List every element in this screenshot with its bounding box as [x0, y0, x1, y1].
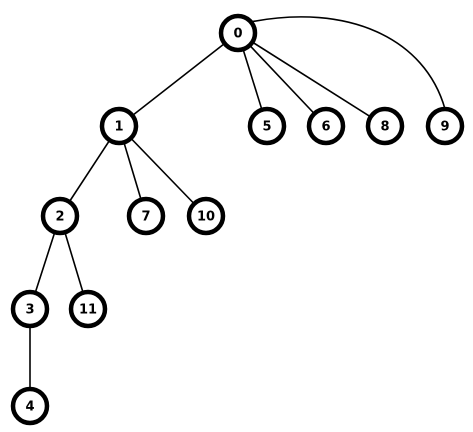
- node-circle-0: [218, 13, 258, 53]
- node-circle-3: [10, 289, 50, 329]
- node-circle-11: [68, 289, 108, 329]
- node-label-10: 10: [197, 210, 215, 225]
- edge-0-9: [249, 16, 446, 110]
- node-circle-5: [247, 106, 287, 146]
- edge-0-8: [237, 32, 386, 127]
- node-0: 0: [218, 13, 258, 53]
- edges-layer: [29, 16, 446, 406]
- node-circle-6: [306, 106, 346, 146]
- node-2: 2: [40, 196, 80, 236]
- node-8: 8: [365, 106, 405, 146]
- node-11: 11: [68, 289, 108, 329]
- node-6: 6: [306, 106, 346, 146]
- node-5: 5: [247, 106, 287, 146]
- node-circle-2: [40, 196, 80, 236]
- node-circle-10: [186, 196, 226, 236]
- node-circle-4: [10, 386, 50, 426]
- node-4: 4: [10, 386, 50, 426]
- node-label-9: 9: [440, 120, 449, 135]
- node-label-3: 3: [25, 303, 34, 318]
- nodes-layer: 0 1 5 6 8 9 2 7 10 3 11 4: [10, 13, 465, 426]
- node-7: 7: [126, 196, 166, 236]
- edge-1-10: [118, 125, 207, 217]
- node-label-4: 4: [25, 400, 34, 415]
- node-label-7: 7: [141, 210, 150, 225]
- edge-0-1: [118, 32, 239, 127]
- node-10: 10: [186, 196, 226, 236]
- node-label-0: 0: [233, 27, 242, 42]
- node-label-1: 1: [114, 120, 123, 135]
- node-label-6: 6: [321, 120, 330, 135]
- node-circle-1: [99, 106, 139, 146]
- node-circle-8: [365, 106, 405, 146]
- node-1: 1: [99, 106, 139, 146]
- node-label-5: 5: [262, 120, 271, 135]
- node-9: 9: [425, 106, 465, 146]
- edge-0-6: [237, 32, 327, 127]
- node-circle-9: [425, 106, 465, 146]
- node-label-2: 2: [55, 210, 64, 225]
- node-3: 3: [10, 289, 50, 329]
- node-label-8: 8: [380, 120, 389, 135]
- node-label-11: 11: [79, 303, 97, 318]
- node-circle-7: [126, 196, 166, 236]
